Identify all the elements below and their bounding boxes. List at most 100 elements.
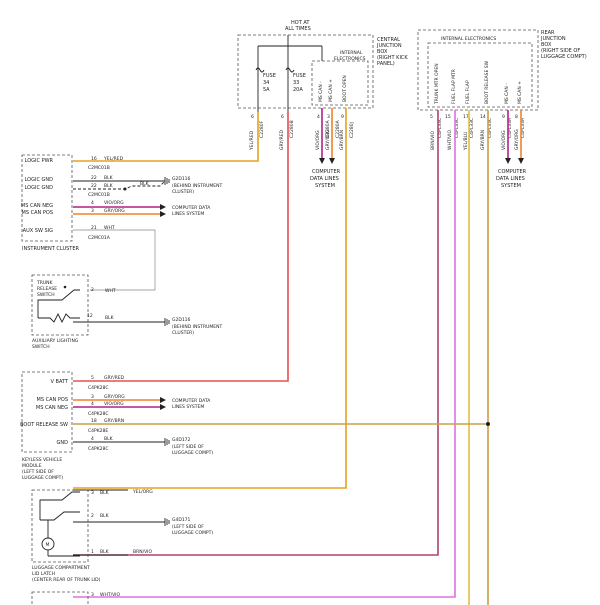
central-pin-3: 9 [341, 114, 344, 120]
cds1-l1: COMPUTER [312, 169, 341, 175]
trunk-l1: TRUNK [36, 280, 54, 286]
rear-pin-2: 15 [445, 114, 451, 120]
trunk-color: WHT [105, 288, 116, 294]
latch-color-1: BLK [100, 490, 110, 496]
ie-rear-title: INTERNAL ELECTRONICS [441, 36, 496, 42]
trunk-pin: 2 [91, 287, 94, 293]
ground-icon [164, 518, 170, 526]
aux-color: BLK [105, 315, 115, 321]
latch-pin-2: 2 [91, 513, 94, 519]
cjb-label-1: CENTRAL [377, 37, 400, 43]
rear-label-boot: BOOT RELEASE SW [484, 60, 490, 104]
keyless-vehicle-module: V BATT MS CAN POS MS CAN NEG BOOT RELEAS… [20, 371, 213, 481]
rear-label-fuel-mtr: FUEL FLAP MTR [451, 69, 457, 104]
central-label-boot-open: BOOT OPEN [342, 75, 348, 102]
kvm-conn-2: C4PK28C [88, 411, 109, 417]
kvm-title-2: MODULE [22, 463, 42, 469]
fuse-34: FUSE 34 5A [255, 46, 276, 112]
kvm-conn-1: C4PK28C [88, 385, 109, 391]
latch-title-3: (CENTER REAR OF TRUNK LID) [32, 577, 101, 583]
fuse33-pin: 6 [281, 114, 284, 120]
kvm-row-can-pos: MS CAN POS [37, 397, 68, 403]
ic-title: INSTRUMENT CLUSTER [22, 246, 80, 252]
ic-conn-2: C2MC01B [88, 192, 110, 198]
kvm-title-3: (LEFT SIDE OF [22, 469, 54, 475]
hot-label-2: ALL TIMES [285, 26, 311, 32]
rear-color-1: BRN/VIO [430, 130, 436, 150]
kvm-color-vio-org: VIO/ORG [104, 401, 124, 407]
rear-conn-4: C4PL33C [487, 118, 493, 138]
splice-dot [486, 422, 490, 426]
cds2-l3: SYSTEM [501, 183, 521, 189]
ic-row-ms-can-neg: MS CAN NEG [21, 203, 53, 209]
rear-conn-1: C4PL33C [437, 118, 443, 138]
ic-cds-l1: COMPUTER DATA [172, 205, 211, 211]
central-label-ms-can-pos: MS CAN + [328, 79, 334, 102]
kvm-row-gnd: GND [57, 440, 69, 446]
rear-pin-4: 14 [480, 114, 486, 120]
kvm-color-gry-brn: GRY/BRN [104, 418, 124, 424]
resistor-icon [38, 312, 80, 324]
trunk-l2: RELEASE [37, 286, 57, 292]
central-conn-2: C2280A [335, 119, 341, 138]
aux-pin: 12 [87, 313, 93, 319]
kvm-conn-4: C4PK28C [88, 446, 109, 452]
kvm-row-can-neg: MS CAN NEG [36, 405, 68, 411]
ic-color-blk: BLK [104, 175, 114, 181]
ic-cds-l2: LINES SYSTEM [172, 211, 204, 217]
rear-pin-5: 9 [502, 114, 505, 120]
kvm-gnd-l1: (LEFT SIDE OF [172, 444, 204, 450]
aux-l2: SWITCH [32, 344, 50, 350]
cjb-label-2: JUNCTION [376, 43, 402, 49]
ic-conn-1: C2MC01B [88, 165, 110, 171]
bottom-color: WHT/VIO [100, 592, 121, 598]
wire-color-gry-org: GRY/ORG [325, 129, 331, 150]
rear-pin-6: 8 [515, 114, 518, 120]
rear-color-5: VIO/ORG [501, 130, 507, 150]
rjb-label-3: BOX [541, 42, 552, 48]
cds2-l2: DATA LINES [496, 176, 525, 182]
kvm-row-boot: BOOT RELEASE SW [20, 422, 68, 428]
central-junction-box: HOT AT ALL TIMES CENTRAL JUNCTION BOX (R… [237, 20, 408, 189]
ie-central-2: ELECTRONICS [334, 56, 366, 62]
hot-label-1: HOT AT [291, 20, 310, 26]
fuse33-conn: C2280B [289, 120, 295, 138]
kvm-color-blk: BLK [104, 436, 114, 442]
ic-color-yel-red: YEL/RED [103, 156, 124, 162]
ic-color-wht: WHT [104, 225, 115, 231]
fuse-34-name: FUSE [263, 73, 276, 79]
cjb-label-5: PANEL) [377, 61, 395, 67]
switch-icon [37, 289, 80, 318]
rear-color-4: GRY/BRN [480, 130, 486, 150]
rear-label-trunk: TRUNK MTR OPEN [434, 63, 440, 105]
ic-row-aux-sw: AUX SW SIG [23, 228, 53, 234]
central-pin-2: 3 [327, 114, 330, 120]
luggage-lid-latch: M 3 2 1 BLK BLK BLK YEL/ORG G4D171 (LEFT… [31, 489, 213, 583]
ic-pin-4: 4 [91, 200, 94, 206]
ic-gnd-l2: CLUSTER) [172, 189, 194, 195]
rear-label-ms-can-pos: MS CAN + [517, 81, 523, 104]
rjb-label-1: REAR [541, 30, 555, 36]
kvm-pin-3: 3 [91, 394, 94, 400]
wire-gry-red [73, 112, 289, 382]
ic-pin-22b: 22 [91, 183, 97, 189]
kvm-cds-l2: LINES SYSTEM [172, 404, 204, 410]
ic-color-blk-2: BLK [104, 183, 114, 189]
kvm-conn-3: C4PK28E [88, 428, 108, 434]
wire-color-yel-red: YEL/RED [249, 130, 255, 151]
central-conn-3: C2280J [349, 122, 355, 138]
ic-pin-21: 21 [91, 225, 97, 231]
kvm-cds-l1: COMPUTER DATA [172, 398, 211, 404]
rjb-label-4: (RIGHT SIDE OF [541, 48, 580, 54]
rear-conn-5: C4PL33A [507, 117, 513, 138]
cds1-l3: SYSTEM [315, 183, 335, 189]
latch-title-2: LID LATCH [32, 571, 55, 577]
latch-pin-3: 3 [91, 490, 94, 496]
arrow-icon [329, 158, 335, 164]
ic-row-logic-gnd-2: LOGIC GND [25, 185, 54, 191]
latch-gnd-l1: (LEFT SIDE OF [172, 524, 204, 530]
bottom-pin: 3 [91, 592, 94, 598]
motor-label: M [46, 542, 50, 548]
arrow-icon [319, 158, 325, 164]
